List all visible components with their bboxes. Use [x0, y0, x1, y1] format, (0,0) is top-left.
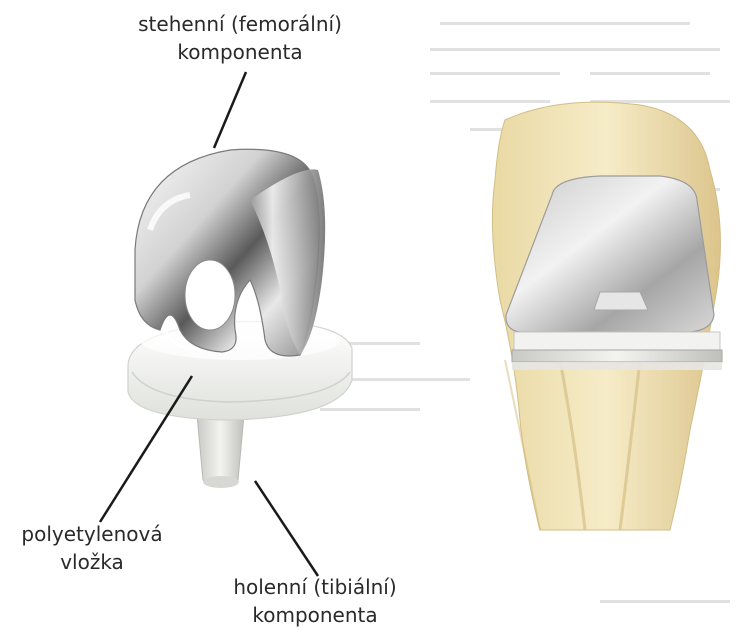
tibial-leader-line — [255, 481, 318, 576]
polyethylene-insert — [128, 320, 352, 420]
insert-label-line1: polyetylenová — [12, 520, 172, 548]
femoral-component — [135, 149, 325, 356]
tibial-label-line1: holenní (tibiální) — [190, 573, 440, 601]
tibial-tray-right — [512, 350, 722, 370]
insert-label-line2: vložka — [12, 548, 172, 576]
polyethylene-insert-label: polyetylenová vložka — [12, 520, 172, 576]
femoral-label-line2: komponenta — [110, 38, 370, 66]
femoral-leader-line — [214, 72, 246, 148]
polyethylene-insert-right — [514, 332, 720, 350]
tibial-stem — [197, 415, 244, 488]
tibial-component-label: holenní (tibiální) komponenta — [190, 573, 440, 629]
femoral-label-line1: stehenní (femorální) — [110, 10, 370, 38]
femoral-component-label: stehenní (femorální) komponenta — [110, 10, 370, 66]
tibial-label-line2: komponenta — [190, 601, 440, 629]
